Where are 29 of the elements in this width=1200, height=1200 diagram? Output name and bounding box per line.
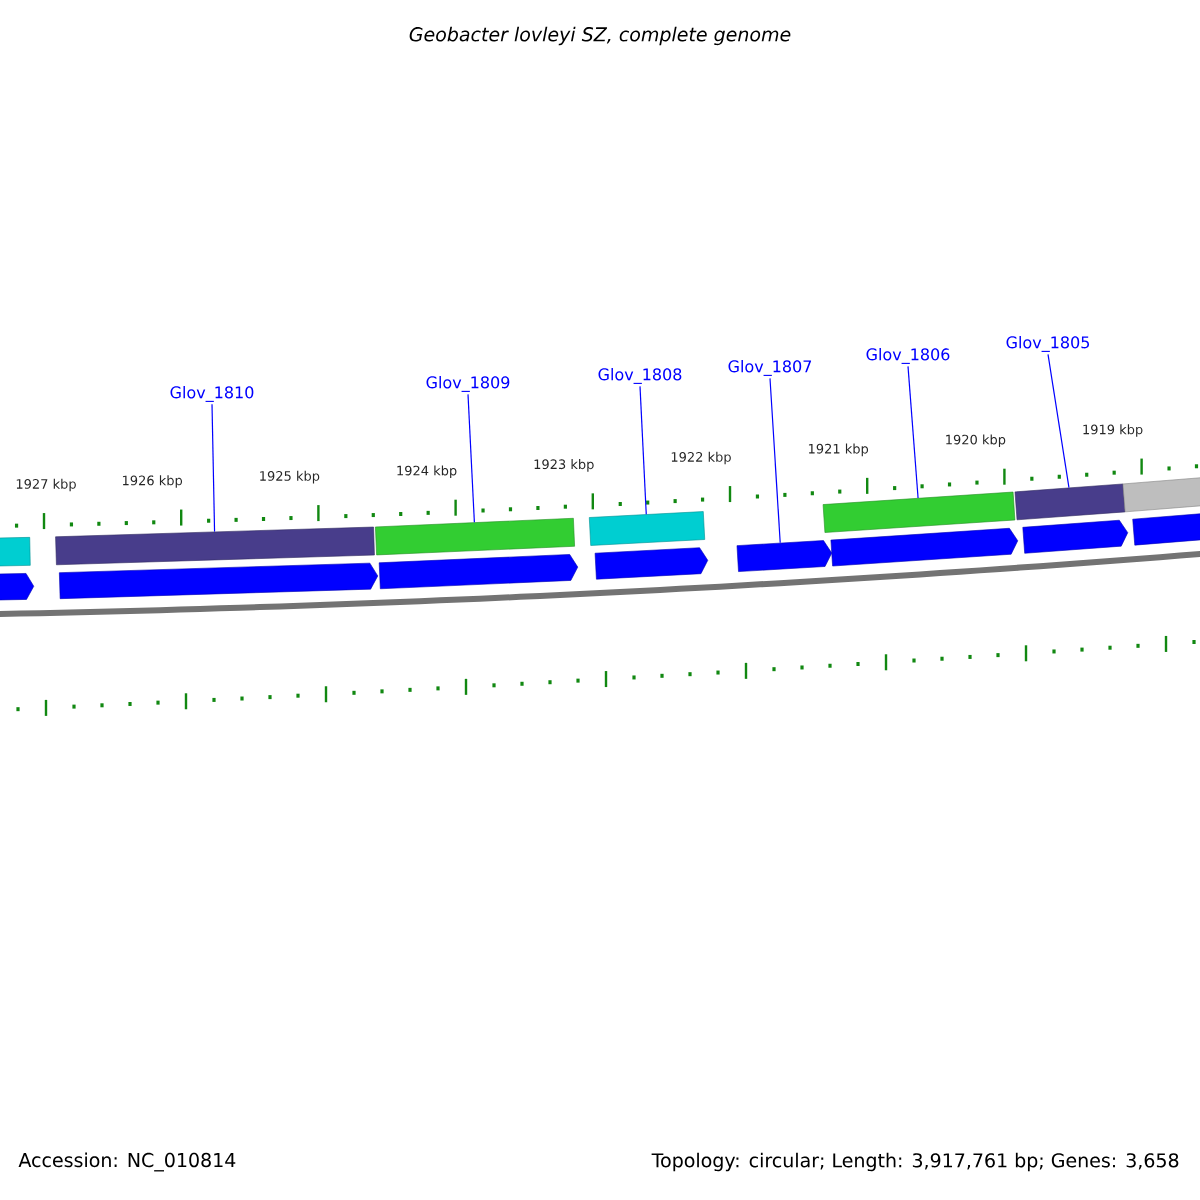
gene-label: Glov_1806 <box>866 348 950 364</box>
gene-bar <box>1014 483 1126 521</box>
gene-block <box>59 562 379 599</box>
gene-block <box>378 554 579 590</box>
leader-line <box>1047 353 1070 489</box>
title: Geobacter lovleyi SZ, complete genome <box>409 26 791 46</box>
gene-bar <box>1122 471 1200 513</box>
gene-bar <box>822 491 1016 533</box>
gene-bar <box>0 537 31 568</box>
gene-label: Glov_1810 <box>170 386 254 402</box>
gene-label: Glov_1809 <box>426 376 510 392</box>
leader-line <box>907 365 919 499</box>
gene-bar <box>375 518 575 556</box>
accession-label: Accession: NC_010814 <box>18 1152 236 1172</box>
leader-line <box>467 393 475 523</box>
gene-block <box>1132 507 1200 546</box>
gene-block <box>594 547 709 580</box>
leader-line <box>639 385 647 515</box>
gene-block <box>736 540 833 572</box>
gene-label: Glov_1808 <box>598 368 682 384</box>
leader-line <box>769 377 781 544</box>
gene-block <box>0 573 35 601</box>
gene-bar <box>55 526 375 566</box>
gene-bar <box>588 511 706 546</box>
gene-label: Glov_1807 <box>728 360 812 376</box>
genome-stats: Topology: circular; Length: 3,917,761 bp; Genes: 3,658 <box>651 1152 1179 1172</box>
gene-block <box>1022 519 1129 554</box>
leader-line <box>211 403 216 533</box>
gene-label: Glov_1805 <box>1006 336 1089 352</box>
